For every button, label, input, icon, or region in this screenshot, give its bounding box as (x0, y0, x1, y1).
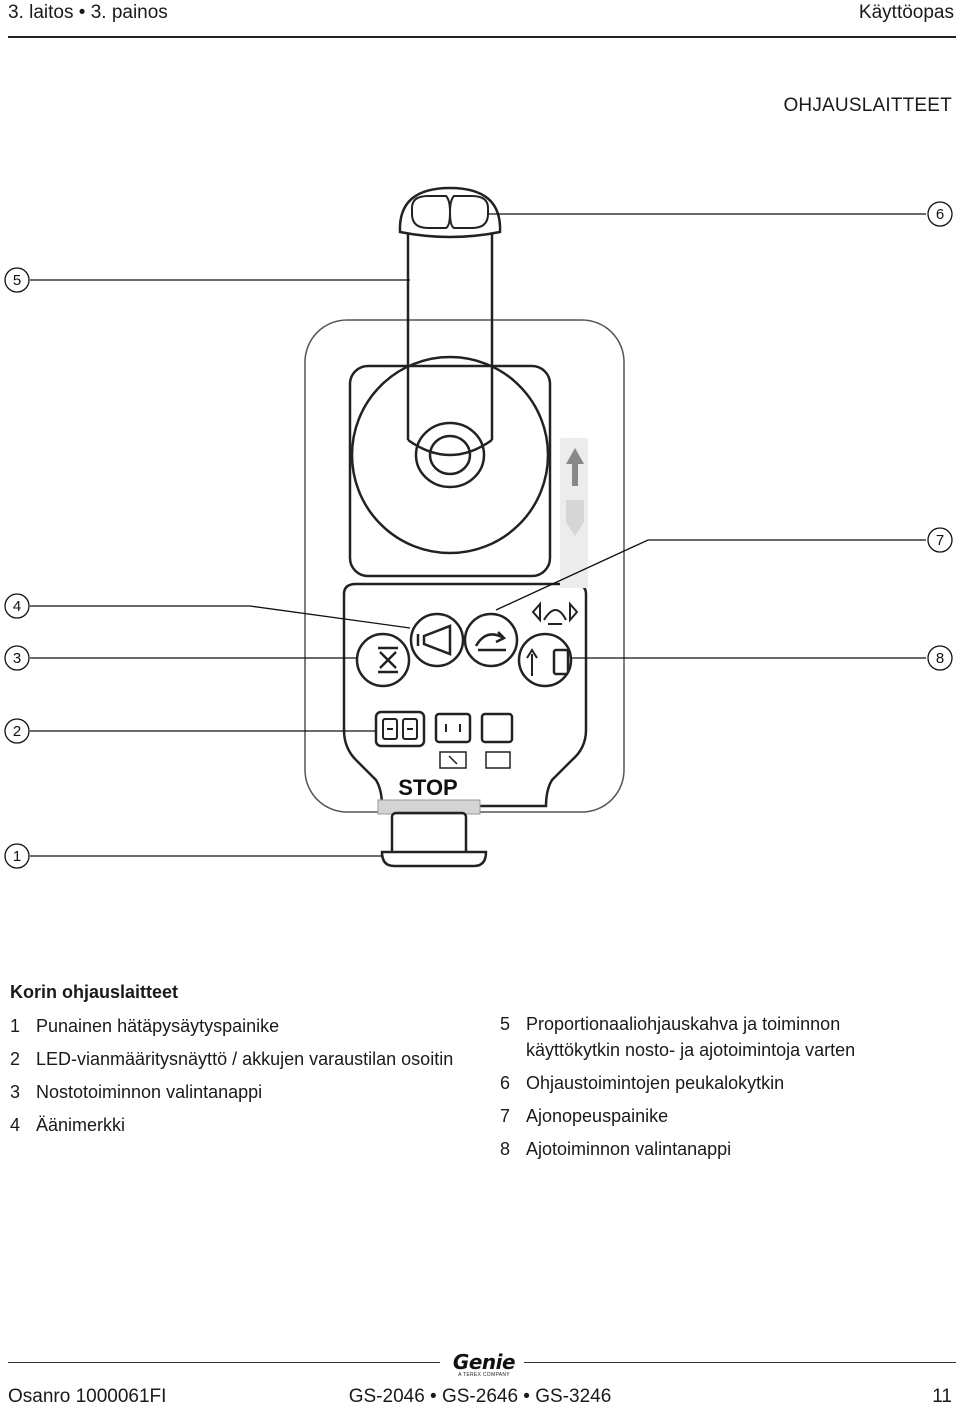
header-divider (8, 36, 956, 38)
horn-icon (416, 624, 452, 656)
svg-text:5: 5 (13, 272, 21, 289)
battery-low-indicator (480, 712, 514, 744)
led-diagnostic-display (374, 710, 426, 748)
speed-arrows (560, 438, 588, 588)
caption-item: 7 Ajonopeuspainike (500, 1103, 920, 1129)
caption-item-text: Ajonopeuspainike (526, 1106, 669, 1126)
caption-item-text: LED-vianmääritysnäyttö / akkujen varaust… (36, 1049, 454, 1069)
svg-text:2: 2 (13, 723, 21, 740)
thumb-switch (411, 195, 489, 229)
section-title: OHJAUSLAITTEET (783, 95, 952, 116)
caption-list-right: 5 Proportionaaliohjauskahva ja toiminnon… (500, 1011, 920, 1162)
caption-item-number: 4 (10, 1115, 21, 1135)
caption-item-number: 3 (10, 1082, 21, 1102)
logo-wordmark: Genie (452, 1350, 516, 1374)
drive-select-button (517, 632, 573, 688)
lift-select-button (355, 632, 411, 688)
edition-info: 3. laitos • 3. painos (8, 2, 168, 23)
caption-item-number: 8 (500, 1139, 511, 1159)
caption-title: Korin ohjauslaitteet (10, 982, 179, 1002)
control-panel-diagram: STOP 1 2 3 4 5 6 7 8 (4, 186, 953, 869)
page-number: 11 (932, 1386, 952, 1407)
genie-logo: Genie A TEREX COMPANY (448, 1352, 520, 1382)
svg-text:4: 4 (13, 598, 21, 615)
lift-icon (378, 646, 398, 674)
caption-item: 2 LED-vianmääritysnäyttö / akkujen varau… (10, 1046, 470, 1072)
caption-item: 8 Ajotoiminnon valintanappi (500, 1136, 920, 1162)
button-panel (342, 582, 588, 808)
svg-text:8: 8 (936, 650, 944, 667)
svg-text:1: 1 (13, 848, 21, 865)
joystick-base (348, 364, 552, 578)
svg-text:6: 6 (936, 206, 944, 223)
battery-charge-indicator (434, 712, 472, 744)
caption-item: 1 Punainen hätäpysäytyspainike (10, 1013, 470, 1039)
caption-item-text: Äänimerkki (36, 1115, 126, 1135)
caption-item-number: 2 (10, 1049, 21, 1069)
callout-7: 7 (927, 527, 953, 553)
caption-item-text: Ohjaustoimintojen peukalokytkin (526, 1073, 785, 1093)
logo-subtext: A TEREX COMPANY (458, 1372, 510, 1378)
caption-item-number: 1 (10, 1016, 21, 1036)
drive-speed-button (463, 612, 519, 668)
manual-type: Käyttöopas (858, 2, 954, 23)
footer-divider-left (8, 1362, 440, 1363)
caption-item-number: 6 (500, 1073, 511, 1093)
model-list: GS-2046 • GS-2646 • GS-3246 (348, 1386, 612, 1407)
caption-item-text: Punainen hätäpysäytyspainike (36, 1016, 280, 1036)
footer-divider-right (524, 1362, 956, 1363)
callout-2: 2 (4, 718, 30, 744)
caption-item-number: 7 (500, 1106, 511, 1126)
caption-item: 6 Ohjaustoimintojen peukalokytkin (500, 1070, 920, 1096)
svg-text:7: 7 (936, 532, 944, 549)
caption-item-number: 5 (500, 1014, 511, 1034)
callout-4: 4 (4, 593, 30, 619)
horn-button (409, 612, 465, 668)
caption-item-text: Ajotoiminnon valintanappi (526, 1139, 732, 1159)
svg-text:3: 3 (13, 650, 21, 667)
caption-item-text: Proportionaaliohjauskahva ja toiminnon k… (526, 1014, 856, 1060)
tilt-indicator-icon (531, 601, 579, 625)
callout-8: 8 (927, 645, 953, 671)
stop-label: STOP (398, 775, 458, 800)
callout-6: 6 (927, 201, 953, 227)
callout-5: 5 (4, 267, 30, 293)
joystick-boot (350, 355, 550, 555)
caption-item: 3 Nostotoiminnon valintanappi (10, 1079, 470, 1105)
callout-3: 3 (4, 645, 30, 671)
callout-1: 1 (4, 843, 30, 869)
joystick-shaft (406, 232, 494, 440)
caption-item: 5 Proportionaaliohjauskahva ja toiminnon… (500, 1011, 920, 1063)
part-number: Osanro 1000061FI (8, 1386, 167, 1407)
emergency-stop-button (390, 811, 468, 857)
drive-speed-icon (474, 631, 507, 652)
caption-list-left: 1 Punainen hätäpysäytyspainike 2 LED-via… (10, 1013, 470, 1138)
caption-item-text: Nostotoiminnon valintanappi (36, 1082, 263, 1102)
caption-item: 4 Äänimerkki (10, 1112, 470, 1138)
drive-icon (552, 648, 570, 676)
